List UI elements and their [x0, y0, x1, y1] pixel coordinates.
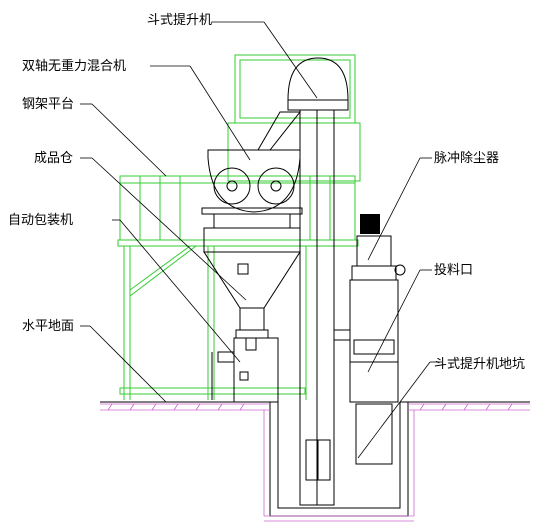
ground-hatch — [100, 403, 530, 522]
label-elevator-pit: 斗式提升机地坑 — [434, 356, 525, 372]
label-packing-machine: 自动包装机 — [8, 213, 73, 228]
pulse-dust-collector — [333, 214, 406, 465]
label-feed-port: 投料口 — [434, 262, 473, 278]
label-steel-platform: 钢架平台 — [22, 97, 74, 112]
label-product-bin: 成品仓 — [34, 151, 73, 166]
label-dust-collector: 脉冲除尘器 — [434, 151, 499, 166]
packing-machine — [211, 337, 279, 403]
leader-lines — [80, 21, 442, 459]
mixer — [201, 149, 303, 229]
label-ground: 水平地面 — [22, 319, 74, 334]
ground-and-pit — [100, 401, 530, 522]
bucket-elevator — [257, 57, 349, 506]
product-bin — [203, 227, 301, 339]
label-bucket-elevator: 斗式提升机 — [147, 12, 212, 28]
label-mixer: 双轴无重力混合机 — [22, 58, 126, 74]
